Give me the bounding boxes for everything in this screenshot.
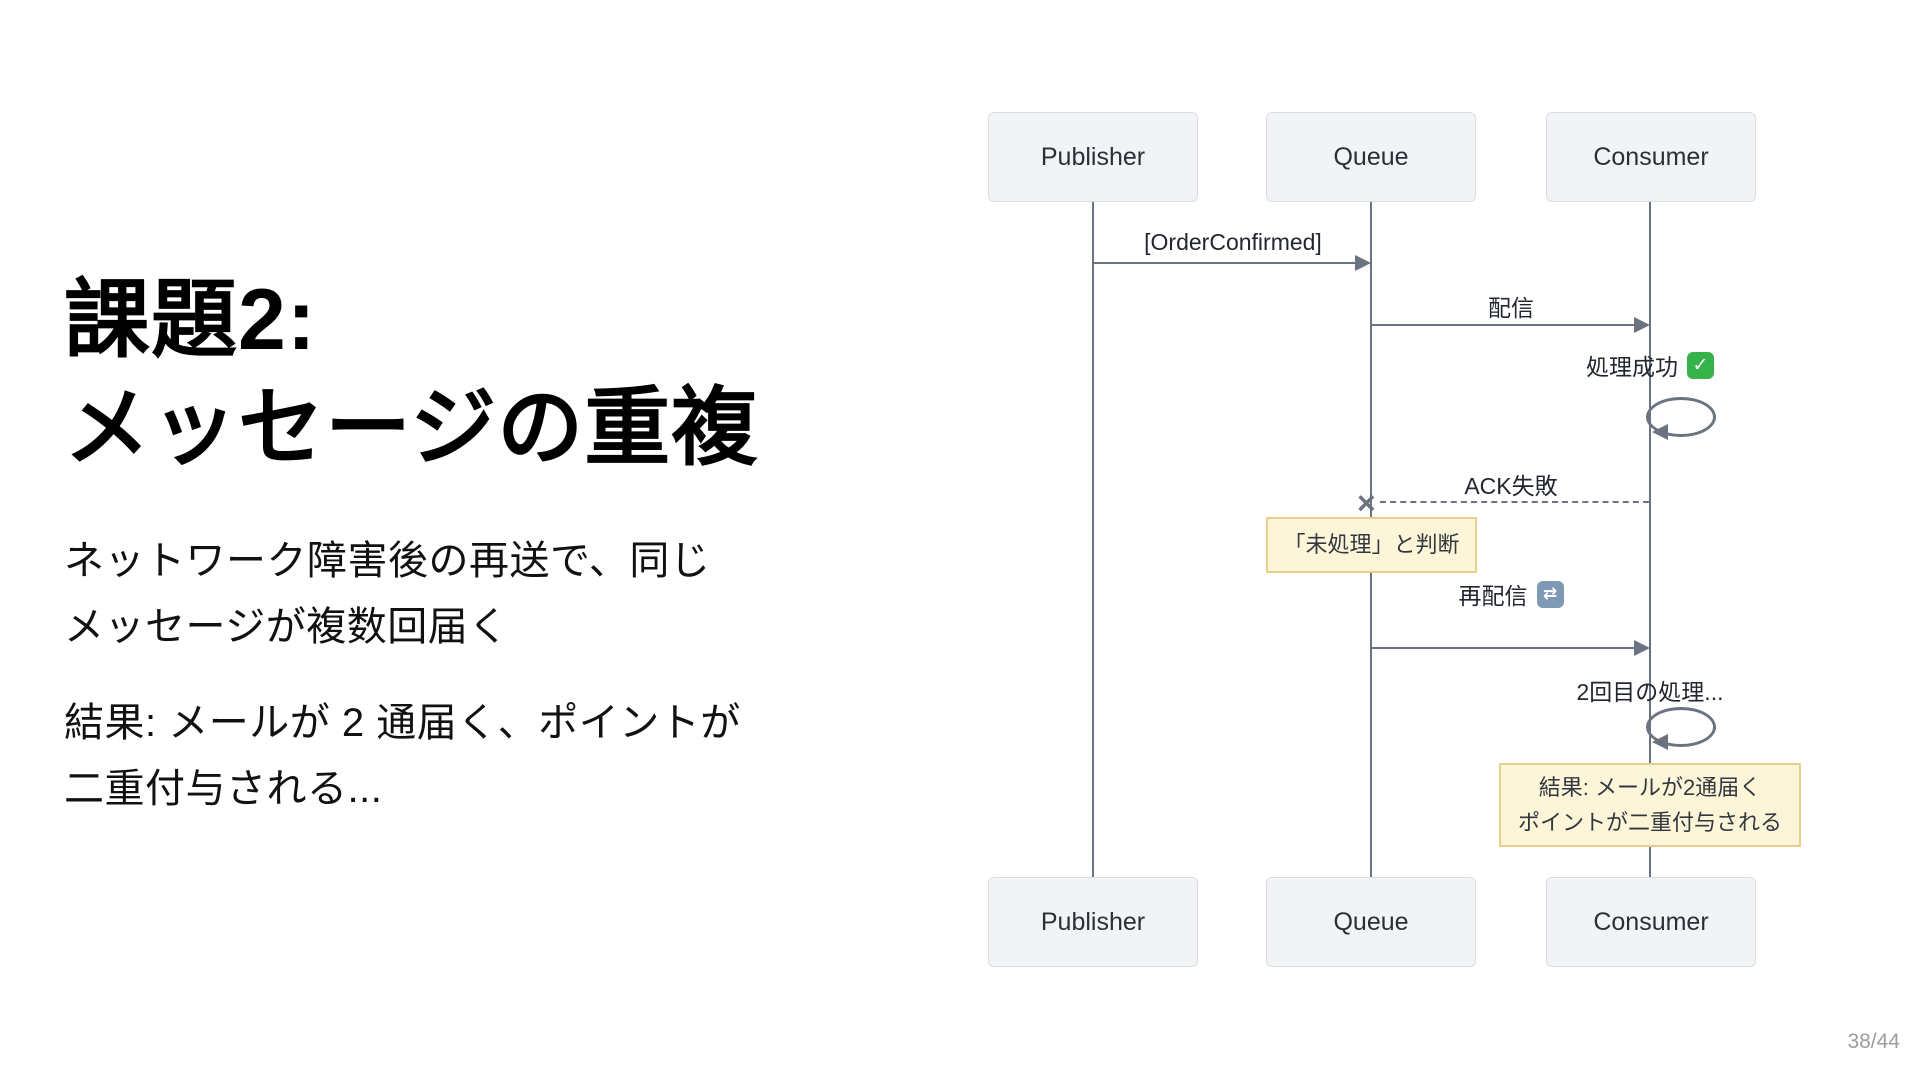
message-ack-fail-label: ACK失敗 bbox=[1464, 473, 1558, 499]
body-paragraph-2-line2: 二重付与される... bbox=[64, 767, 383, 811]
arrowhead-left-icon bbox=[1652, 734, 1668, 750]
message-order-confirmed-line bbox=[1093, 262, 1357, 264]
actor-publisher-top-label: Publisher bbox=[1040, 142, 1146, 171]
note-result: 結果: メールが2通届く ポイントが二重付与される bbox=[1499, 763, 1801, 847]
self-loop-consumer-1 bbox=[1646, 397, 1716, 437]
message-order-confirmed-label: [OrderConfirmed] bbox=[1144, 229, 1322, 255]
message-redeliver-label: 再配信 ⇄ bbox=[1371, 577, 1651, 611]
arrowhead-right-icon bbox=[1355, 255, 1371, 271]
message-redeliver-line bbox=[1371, 647, 1635, 649]
note-result-line1: 結果: メールが2通届く bbox=[1538, 774, 1762, 800]
arrowhead-left-icon bbox=[1652, 424, 1668, 440]
fail-cross-icon: × bbox=[1357, 485, 1376, 521]
message-process-success-label: 処理成功 ✓ bbox=[1510, 348, 1790, 382]
message-deliver-label: 配信 bbox=[1488, 295, 1534, 321]
actor-queue-bottom-label: Queue bbox=[1333, 907, 1409, 936]
actor-publisher-bottom: Publisher bbox=[988, 877, 1198, 967]
actor-publisher-top: Publisher bbox=[988, 112, 1198, 202]
actor-consumer-bottom-label: Consumer bbox=[1593, 907, 1709, 936]
slide-title: 課題2: メッセージの重複 bbox=[64, 266, 758, 483]
slide-title-line2: メッセージの重複 bbox=[64, 380, 759, 477]
slide-title-line1: 課題2: bbox=[64, 272, 317, 368]
actor-consumer-top: Consumer bbox=[1546, 112, 1756, 202]
body-paragraph-2-line1: 結果: メールが 2 通届く、ポイントが bbox=[64, 701, 741, 745]
body-paragraph-2: 結果: メールが 2 通届く、ポイントが 二重付与される... bbox=[64, 690, 741, 822]
message-second-process-label: 2回目の処理... bbox=[1576, 679, 1724, 705]
body-paragraph-1-line1: ネットワーク障害後の再送で、同じ bbox=[64, 539, 711, 583]
actor-queue-top-label: Queue bbox=[1333, 142, 1409, 171]
page-number: 38/44 bbox=[1847, 1030, 1900, 1053]
message-deliver-line bbox=[1371, 324, 1635, 326]
actor-publisher-bottom-label: Publisher bbox=[1040, 907, 1146, 936]
message-ack-fail-dashed-line bbox=[1380, 501, 1649, 503]
lifeline-consumer bbox=[1649, 202, 1651, 877]
actor-queue-top: Queue bbox=[1266, 112, 1476, 202]
arrowhead-right-icon bbox=[1634, 317, 1650, 333]
body-paragraph-1: ネットワーク障害後の再送で、同じ メッセージが複数回届く bbox=[64, 528, 710, 660]
actor-consumer-bottom: Consumer bbox=[1546, 877, 1756, 967]
self-loop-consumer-2 bbox=[1646, 707, 1716, 747]
actor-consumer-top-label: Consumer bbox=[1593, 142, 1709, 171]
lifeline-publisher bbox=[1092, 202, 1094, 877]
actor-queue-bottom: Queue bbox=[1266, 877, 1476, 967]
note-unprocessed: 「未処理」と判断 bbox=[1266, 517, 1477, 573]
arrowhead-right-icon bbox=[1634, 640, 1650, 656]
note-result-line2: ポイントが二重付与される bbox=[1517, 810, 1782, 835]
check-mark-emoji-icon: ✓ bbox=[1687, 351, 1714, 379]
body-paragraph-1-line2: メッセージが複数回届く bbox=[64, 605, 509, 649]
repeat-emoji-icon: ⇄ bbox=[1536, 580, 1564, 608]
